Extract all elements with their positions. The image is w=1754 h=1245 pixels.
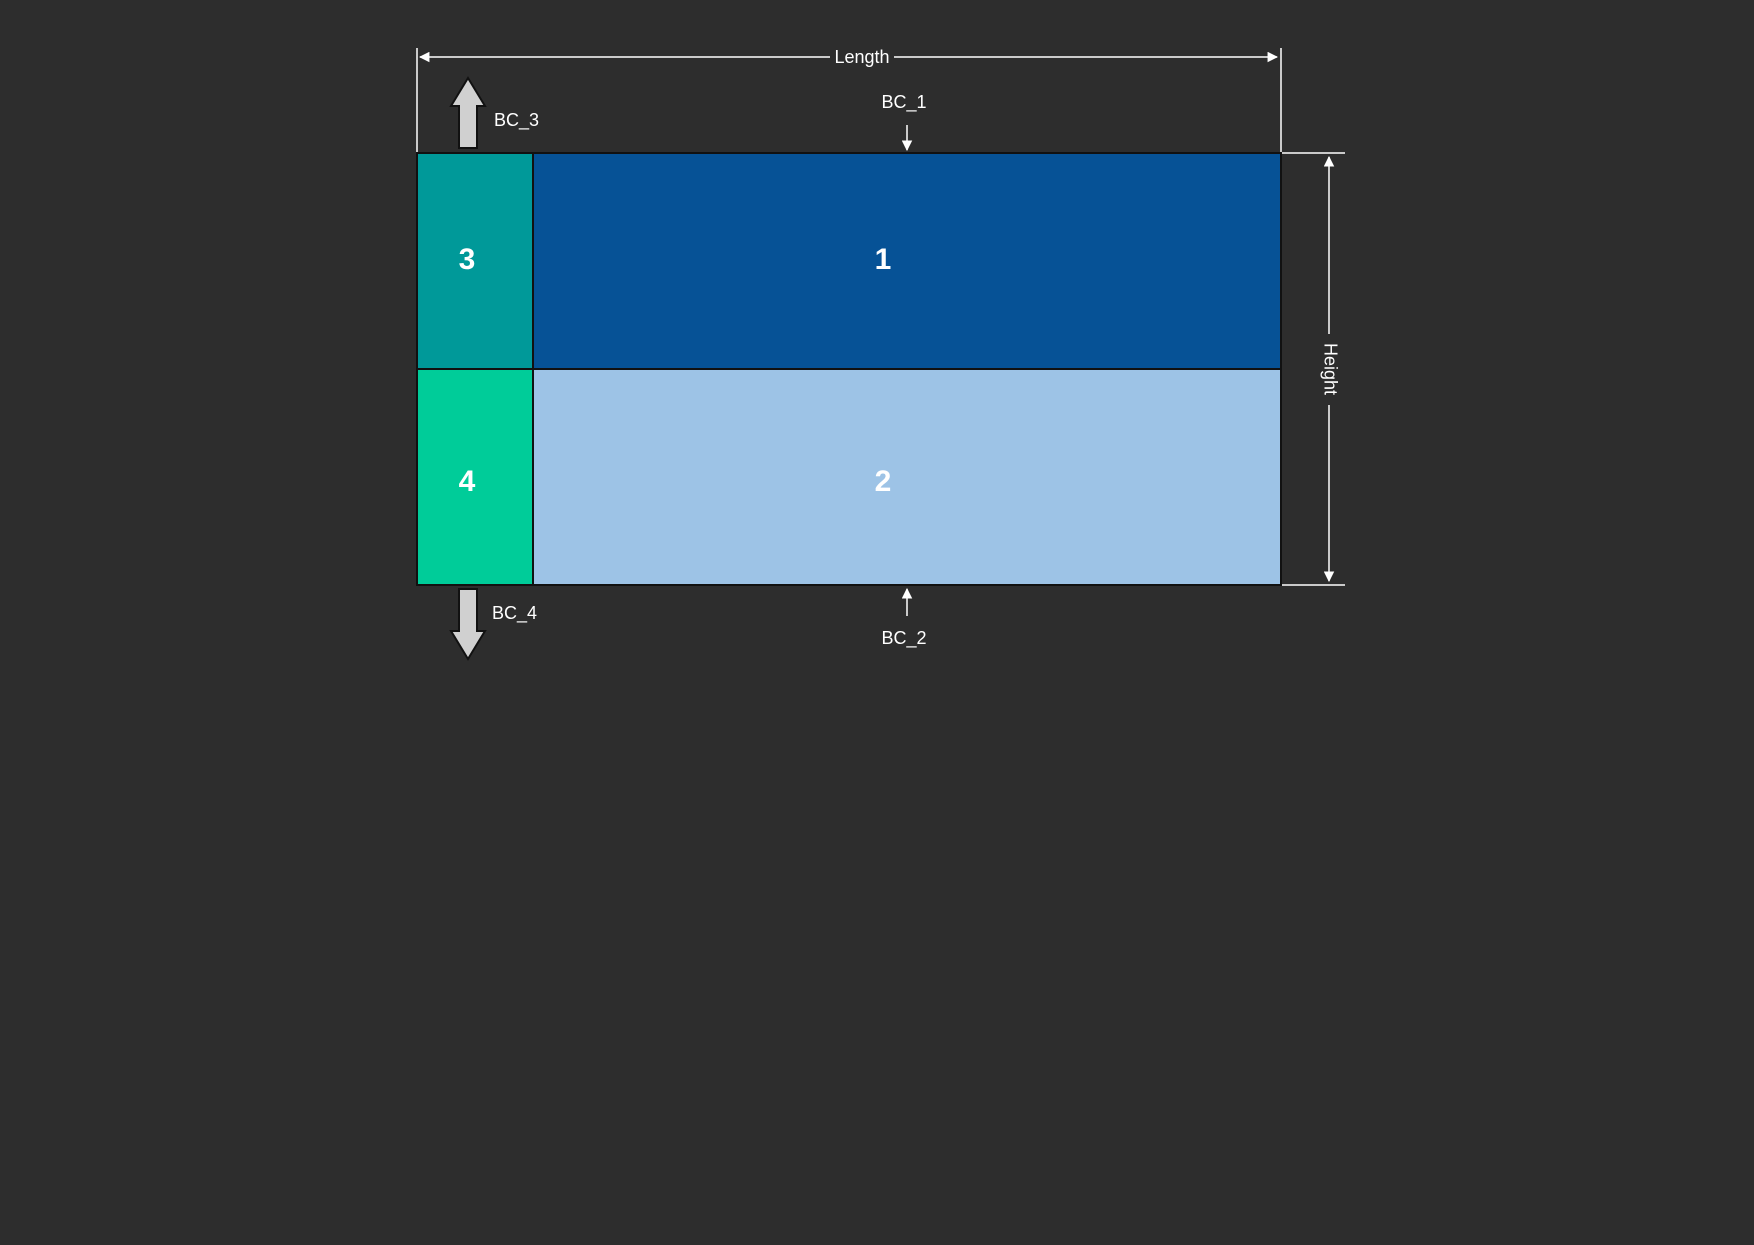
bc-4-indicator: BC_4: [449, 588, 537, 661]
region-1: [532, 152, 1282, 370]
domain-regions: 3 1 4 2: [416, 152, 1282, 586]
length-label: Length: [834, 47, 889, 67]
region-1-label: 1: [875, 243, 892, 276]
height-dimension: Height: [1281, 152, 1345, 586]
bc-1-indicator: BC_1: [881, 92, 927, 152]
bc-4-arrow-down-icon: [449, 588, 487, 661]
bc-3-label: BC_3: [494, 110, 539, 131]
region-2-label: 2: [875, 465, 892, 498]
height-label: Height: [1320, 343, 1340, 395]
bc-2-label: BC_2: [881, 628, 926, 649]
bc-2-indicator: BC_2: [881, 587, 927, 649]
region-4-label: 4: [459, 465, 476, 498]
region-3-label: 3: [459, 243, 476, 276]
bc-1-label: BC_1: [881, 92, 926, 113]
length-dimension: Length: [416, 47, 1282, 152]
region-2: [532, 368, 1282, 586]
bc-4-label: BC_4: [492, 603, 537, 624]
bc-3-indicator: BC_3: [449, 76, 539, 149]
region-4: [416, 368, 534, 586]
bc-3-arrow-up-icon: [449, 76, 487, 149]
